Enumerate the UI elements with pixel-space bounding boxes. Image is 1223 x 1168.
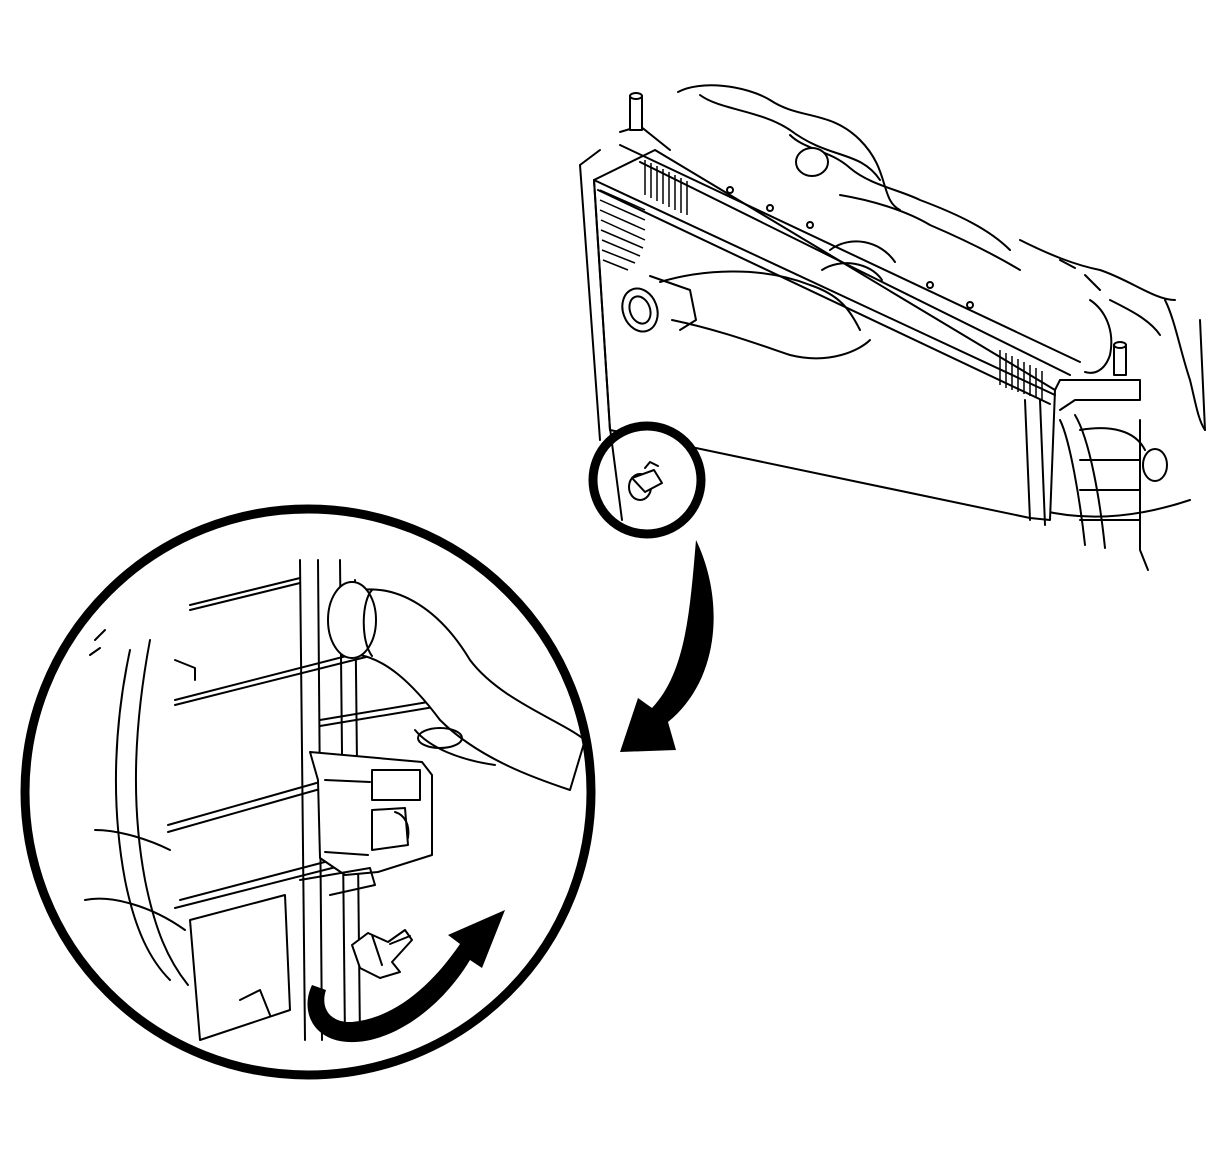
rotate-arrow: [307, 910, 505, 1043]
engine-background-outline: [677, 84, 1206, 518]
drain-valve: [609, 427, 663, 521]
radiator-assembly: [579, 84, 1206, 571]
fin-hatch-right: [999, 350, 1043, 400]
detail-callout-circle: [588, 421, 706, 539]
curved-direction-arrow: [620, 540, 714, 752]
detail-view: [20, 504, 596, 1080]
side-lines: [1059, 414, 1168, 571]
detail-circle-border: [20, 504, 596, 1080]
upper-hose: [621, 240, 896, 360]
fin-hatch-left: [599, 189, 646, 271]
fin-hatch-upper: [644, 160, 688, 215]
